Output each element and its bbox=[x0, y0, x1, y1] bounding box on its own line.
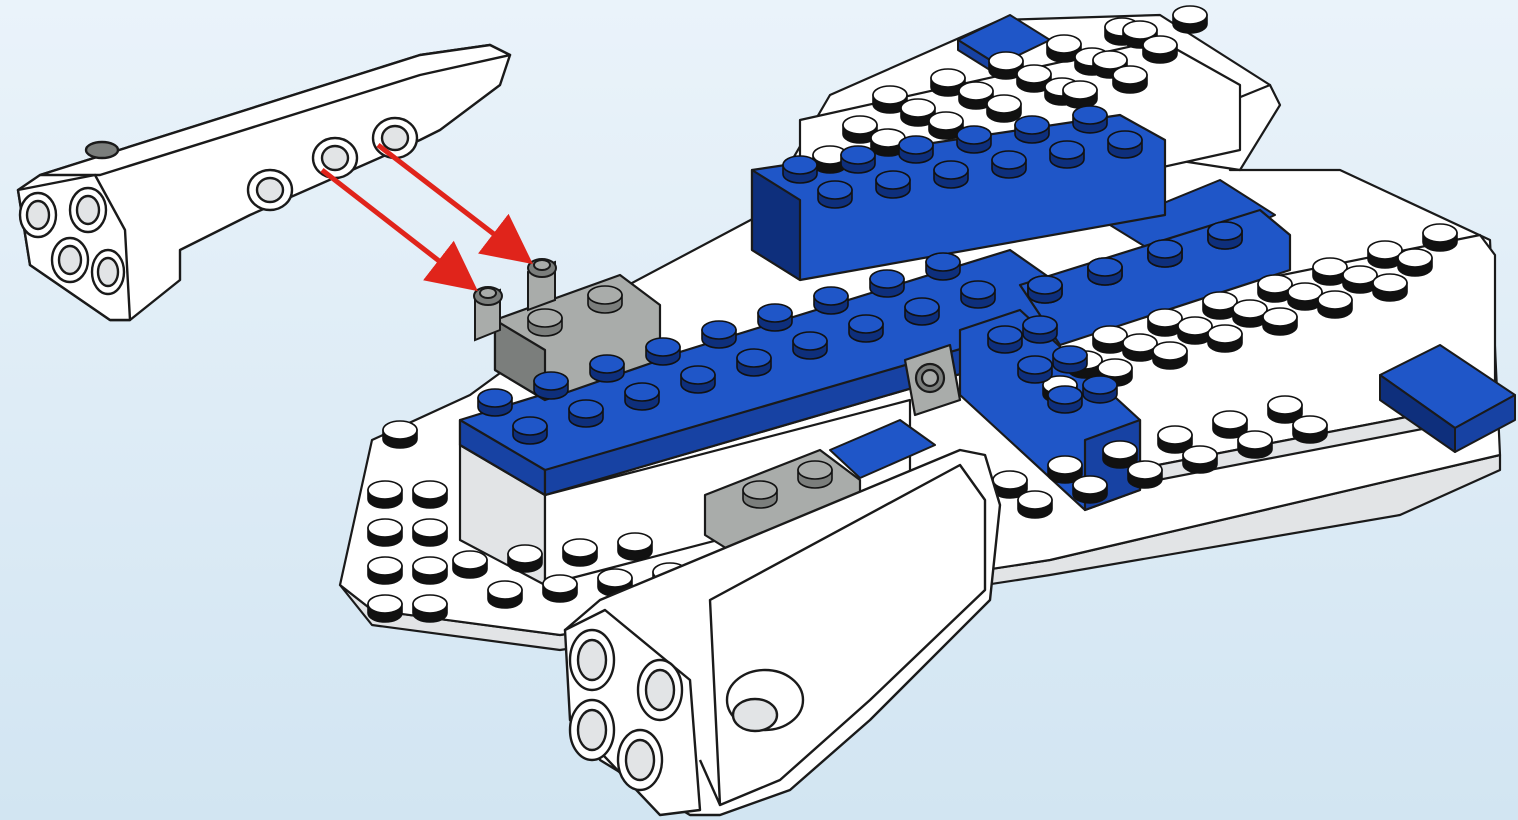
white-stud bbox=[1258, 275, 1292, 302]
blue-stud bbox=[870, 270, 904, 297]
white-stud bbox=[1238, 431, 1272, 458]
blue-stud bbox=[793, 332, 827, 359]
blue-stud bbox=[534, 372, 568, 399]
white-stud bbox=[1368, 241, 1402, 268]
white-stud bbox=[1178, 317, 1212, 344]
white-stud bbox=[453, 551, 487, 578]
white-stud bbox=[368, 481, 402, 508]
white-stud bbox=[987, 95, 1021, 122]
white-stud bbox=[1018, 491, 1052, 518]
white-stud bbox=[1173, 6, 1207, 33]
blue-stud bbox=[1083, 376, 1117, 403]
blue-stud bbox=[905, 298, 939, 325]
blue-stud bbox=[841, 146, 875, 173]
grey-stud bbox=[528, 309, 562, 336]
blue-stud bbox=[926, 253, 960, 280]
blue-stud bbox=[1208, 222, 1242, 249]
blue-stud bbox=[849, 315, 883, 342]
white-stud bbox=[543, 575, 577, 602]
blue-stud bbox=[1108, 131, 1142, 158]
blue-stud bbox=[1015, 116, 1049, 143]
white-stud bbox=[383, 421, 417, 448]
blue-stud bbox=[681, 366, 715, 393]
white-stud bbox=[1128, 461, 1162, 488]
white-stud bbox=[413, 519, 447, 546]
blue-stud bbox=[1018, 356, 1052, 383]
white-stud bbox=[1153, 342, 1187, 369]
white-stud bbox=[1143, 36, 1177, 63]
blue-stud bbox=[988, 326, 1022, 353]
blue-stud bbox=[590, 355, 624, 382]
blue-stud bbox=[625, 383, 659, 410]
white-stud bbox=[413, 557, 447, 584]
grey-stud bbox=[798, 461, 832, 488]
white-stud bbox=[563, 539, 597, 566]
blue-stud bbox=[992, 151, 1026, 178]
blue-stud bbox=[737, 349, 771, 376]
white-stud bbox=[368, 557, 402, 584]
blue-stud bbox=[814, 287, 848, 314]
white-stud bbox=[1373, 274, 1407, 301]
blue-stud bbox=[1050, 141, 1084, 168]
white-stud bbox=[508, 545, 542, 572]
blue-stud bbox=[1048, 386, 1082, 413]
white-stud bbox=[1093, 326, 1127, 353]
white-stud bbox=[413, 595, 447, 622]
white-stud bbox=[1313, 258, 1347, 285]
blue-stud bbox=[1088, 258, 1122, 285]
blue-stud bbox=[1148, 240, 1182, 267]
white-stud bbox=[1263, 308, 1297, 335]
blue-stud bbox=[783, 156, 817, 183]
blue-stud bbox=[758, 304, 792, 331]
blue-stud bbox=[961, 281, 995, 308]
blue-stud bbox=[702, 321, 736, 348]
white-stud bbox=[1183, 446, 1217, 473]
white-stud bbox=[1208, 325, 1242, 352]
white-stud bbox=[1288, 283, 1322, 310]
white-stud bbox=[1293, 416, 1327, 443]
grey-stud bbox=[588, 286, 622, 313]
white-stud bbox=[1423, 224, 1457, 251]
blue-stud bbox=[899, 136, 933, 163]
blue-stud bbox=[478, 389, 512, 416]
blue-stud bbox=[569, 400, 603, 427]
white-stud bbox=[413, 481, 447, 508]
white-stud bbox=[368, 519, 402, 546]
white-stud bbox=[368, 595, 402, 622]
white-stud bbox=[1148, 309, 1182, 336]
blue-stud bbox=[876, 171, 910, 198]
white-stud bbox=[1398, 249, 1432, 276]
white-stud bbox=[1233, 300, 1267, 327]
blue-stud bbox=[1053, 346, 1087, 373]
blue-stud bbox=[1073, 106, 1107, 133]
white-stud bbox=[1318, 291, 1352, 318]
blue-stud bbox=[513, 417, 547, 444]
white-stud bbox=[1343, 266, 1377, 293]
white-stud bbox=[1063, 81, 1097, 108]
white-stud bbox=[1073, 476, 1107, 503]
blue-stud bbox=[646, 338, 680, 365]
blue-stud bbox=[1028, 276, 1062, 303]
blue-stud bbox=[957, 126, 991, 153]
grey-stud bbox=[743, 481, 777, 508]
white-stud bbox=[1123, 334, 1157, 361]
white-stud bbox=[1113, 66, 1147, 93]
blue-stud bbox=[818, 181, 852, 208]
white-stud bbox=[1203, 292, 1237, 319]
white-stud bbox=[618, 533, 652, 560]
white-stud bbox=[488, 581, 522, 608]
blue-stud bbox=[934, 161, 968, 188]
blue-stud bbox=[1023, 316, 1057, 343]
